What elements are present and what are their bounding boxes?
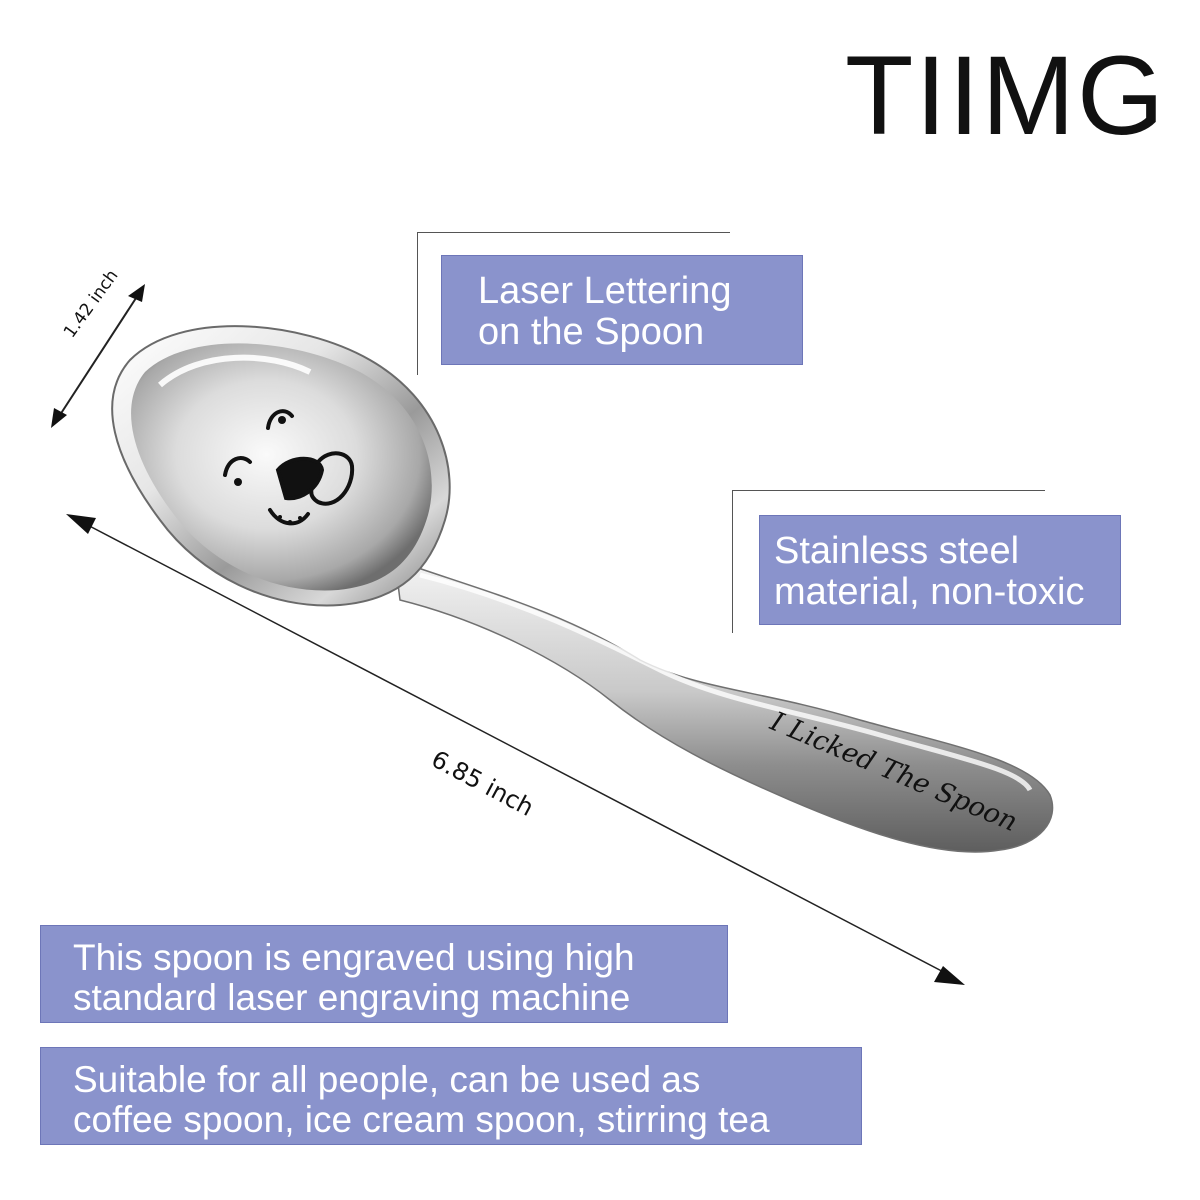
length-dimension-arrow [66, 514, 965, 985]
suitable-text: Suitable for all people, can be used as … [73, 1059, 770, 1140]
stainless-steel-text: Stainless steel material, non-toxic [774, 530, 1085, 614]
engraving-text: This spoon is engraved using high standa… [73, 937, 635, 1018]
spoon-image [111, 325, 1054, 853]
brand-logo: TIIMG [845, 33, 1167, 158]
laser-callout-leader-h [417, 232, 730, 233]
suitable-callout: Suitable for all people, can be used as … [40, 1047, 862, 1145]
engraving-callout: This spoon is engraved using high standa… [40, 925, 728, 1023]
laser-lettering-text: Laser Lettering on the Spoon [478, 270, 732, 354]
laser-lettering-callout: Laser Lettering on the Spoon [441, 255, 803, 365]
width-dimension-arrow [51, 284, 145, 428]
dog-face-engraving [223, 409, 355, 526]
steel-callout-leader-h [732, 490, 1045, 491]
steel-callout-leader-v [732, 490, 733, 633]
stainless-steel-callout: Stainless steel material, non-toxic [759, 515, 1121, 625]
laser-callout-leader-v [417, 232, 418, 375]
